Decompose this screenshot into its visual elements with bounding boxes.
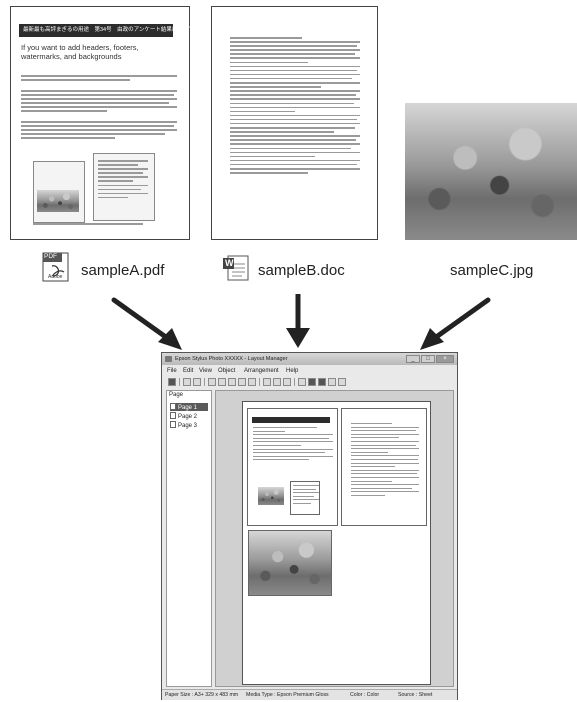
print-icon[interactable] — [168, 378, 176, 386]
sample-b-filename: sampleB.doc — [258, 262, 345, 279]
adobe-icon-label: Adobe — [48, 274, 63, 280]
pdf-icon-label: PDF — [44, 253, 57, 260]
grid-icon[interactable] — [298, 378, 306, 386]
toolbar — [164, 377, 455, 388]
page-icon — [170, 412, 176, 419]
zoom-icon[interactable] — [328, 378, 336, 386]
status-media-type: Media Type : Epson Premium Gloss — [246, 692, 329, 698]
menu-help[interactable]: Help — [286, 368, 299, 374]
page-view-icon[interactable] — [308, 378, 316, 386]
placed-sample-c[interactable] — [248, 530, 332, 596]
page-list-item-3[interactable]: Page 3 — [170, 421, 208, 429]
status-color: Color : Color — [350, 692, 380, 698]
word-doc-icon: W — [222, 254, 252, 282]
delete-icon[interactable] — [238, 378, 246, 386]
page-list-panel: Page Page 1 Page 2 Page 3 — [166, 390, 212, 687]
undo-icon[interactable] — [183, 378, 191, 386]
menu-arrangement[interactable]: Arrangement — [244, 368, 279, 374]
rotate-icon[interactable] — [273, 378, 281, 386]
page-list-item-label: Page 1 — [178, 405, 198, 411]
sample-a-filename: sampleA.pdf — [81, 262, 165, 279]
toolbar-separator — [204, 378, 205, 386]
status-source: Source : Sheet — [398, 692, 433, 698]
page-list-item-1[interactable]: Page 1 — [170, 403, 208, 411]
doc-a-banner: 最新最も高評まぎるの用途 第34号 由政のアンケート結果について — [19, 24, 194, 37]
pdf-icon: PDF Adobe — [42, 252, 74, 282]
menu-view[interactable]: View — [199, 368, 212, 374]
doc-a-figure — [33, 153, 161, 223]
page-icon — [170, 403, 176, 410]
close-button[interactable]: × — [436, 355, 454, 363]
page-list-item-label: Page 3 — [178, 423, 198, 429]
arrow-down-icon — [286, 294, 310, 348]
maximize-button[interactable]: □ — [421, 355, 435, 363]
toolbar-separator — [179, 378, 180, 386]
doc-a-heading: If you want to add headers, footers, wat… — [21, 43, 139, 61]
menu-edit[interactable]: Edit — [183, 368, 194, 374]
arrow-down-left-icon — [420, 297, 491, 350]
align-icon[interactable] — [263, 378, 271, 386]
doc-b-text-block — [230, 37, 360, 176]
mini-text — [351, 423, 419, 498]
hand-icon[interactable] — [248, 378, 256, 386]
minimize-button[interactable]: _ — [406, 355, 420, 363]
placed-sample-a[interactable] — [247, 408, 338, 526]
sample-c-photo — [405, 103, 577, 240]
mini-figure — [258, 487, 284, 505]
word-icon-letter: W — [225, 258, 234, 268]
mini-banner — [252, 417, 330, 423]
copy-icon[interactable] — [218, 378, 226, 386]
toolbar-separator — [259, 378, 260, 386]
toolbar-separator — [294, 378, 295, 386]
sample-a-document-preview: 最新最も高評まぎるの用途 第34号 由政のアンケート結果について If you … — [10, 6, 194, 240]
layout-canvas — [215, 390, 454, 687]
doc-a-figure-page — [33, 161, 85, 223]
mini-text — [253, 427, 333, 463]
menu-file[interactable]: File — [167, 368, 177, 374]
doc-a-caption-line — [33, 223, 143, 227]
page-list-item-2[interactable]: Page 2 — [170, 412, 208, 420]
menu-bar: File Edit View Object Arrangement Help — [162, 366, 457, 376]
doc-a-text-block — [21, 121, 177, 141]
menu-object[interactable]: Object — [218, 368, 236, 374]
page-list-item-label: Page 2 — [178, 414, 198, 420]
cut-icon[interactable] — [208, 378, 216, 386]
placed-sample-b[interactable] — [341, 408, 427, 526]
doc-a-text-block — [21, 90, 177, 115]
paste-icon[interactable] — [228, 378, 236, 386]
doc-a-figure-page — [93, 153, 155, 221]
window-title: Epson Stylus Photo XXXXX - Layout Manage… — [175, 356, 288, 362]
window-titlebar: Epson Stylus Photo XXXXX - Layout Manage… — [162, 353, 457, 365]
doc-a-text-block — [21, 75, 177, 83]
arrow-down-right-icon — [111, 297, 182, 350]
settings-icon[interactable] — [338, 378, 346, 386]
sample-c-filename: sampleC.jpg — [450, 262, 534, 279]
paper-sheet — [242, 401, 431, 685]
status-paper-size: Paper Size : A3+ 329 x 483 mm — [165, 692, 239, 698]
app-icon — [165, 356, 172, 362]
status-bar: Paper Size : A3+ 329 x 483 mm Media Type… — [162, 689, 457, 700]
flip-icon[interactable] — [283, 378, 291, 386]
thumbnail-view-icon[interactable] — [318, 378, 326, 386]
page-list-header: Page — [169, 392, 184, 398]
mini-figure-page — [290, 481, 320, 515]
redo-icon[interactable] — [193, 378, 201, 386]
sample-b-document-preview — [211, 6, 378, 240]
page-icon — [170, 421, 176, 428]
layout-manager-window: Epson Stylus Photo XXXXX - Layout Manage… — [161, 352, 458, 700]
